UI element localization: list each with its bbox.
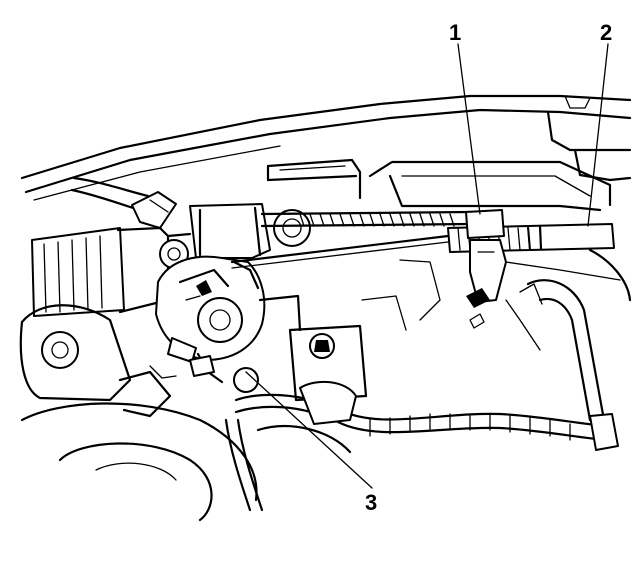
left-hose xyxy=(70,176,177,229)
vacuum-hose xyxy=(519,248,632,451)
cable-end-clip xyxy=(149,352,259,393)
cable-bracket xyxy=(465,209,507,329)
throttle-body-inlet xyxy=(31,226,170,317)
engine-detail-right xyxy=(361,259,621,351)
leader-line-3 xyxy=(245,371,373,489)
wiring-harness xyxy=(224,380,608,512)
callout-1: 1 xyxy=(449,20,462,45)
throttle-lever-pulley xyxy=(155,255,266,363)
mounting-bracket xyxy=(258,294,368,402)
callout-leaders xyxy=(245,43,609,489)
callout-3: 3 xyxy=(365,490,378,515)
bulkhead-components xyxy=(266,158,362,200)
callout-2: 2 xyxy=(600,20,613,45)
leader-line-1 xyxy=(457,43,481,215)
leader-line-2 xyxy=(587,43,609,227)
hood-edge xyxy=(20,94,632,201)
intake-manifold xyxy=(19,304,352,522)
air-cleaner-box xyxy=(368,160,612,212)
